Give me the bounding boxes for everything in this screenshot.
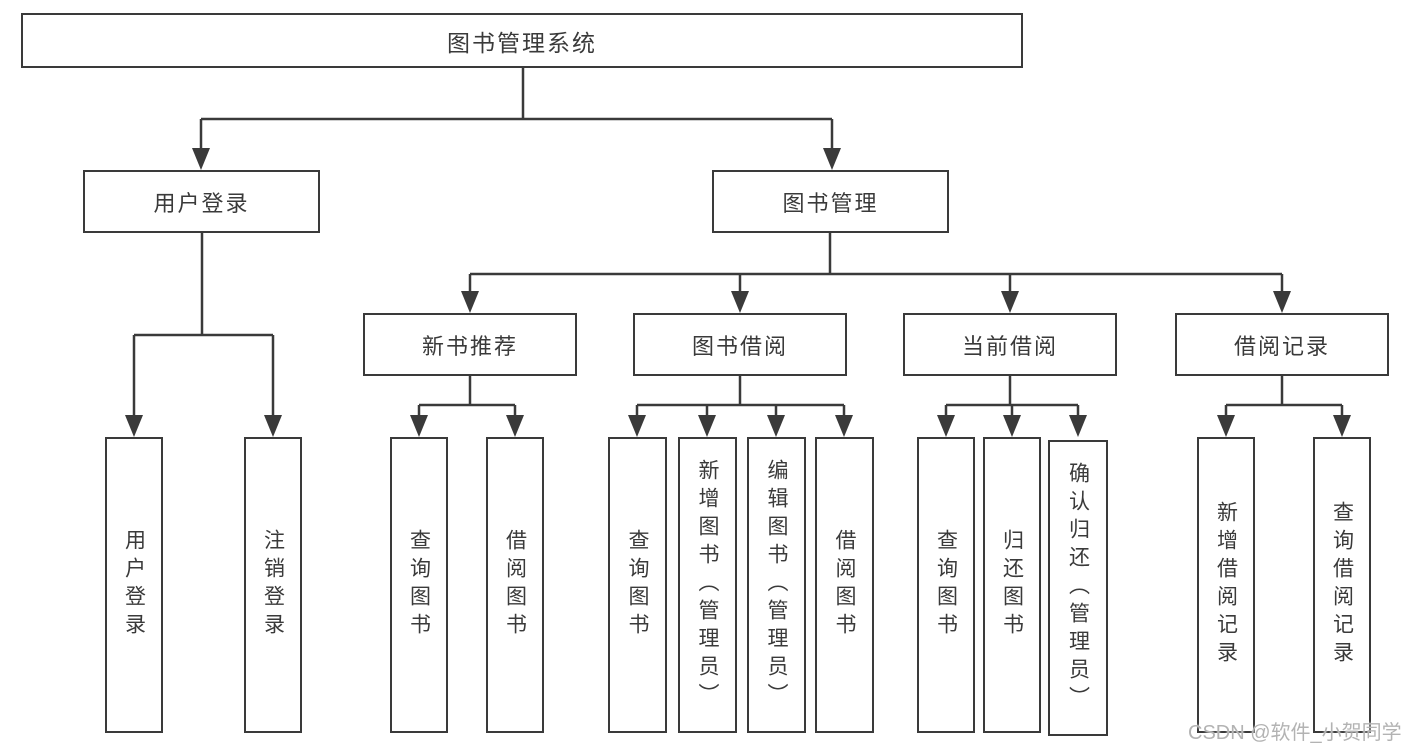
connector-borrow-to-leaves bbox=[635, 376, 846, 419]
node-system-root: 图书管理系统 bbox=[21, 13, 1023, 68]
arrow-down-icon bbox=[1001, 291, 1019, 313]
leaf-record-add-record: 新增借阅记录 bbox=[1197, 437, 1255, 733]
leaf-borrow-borrow-book: 借阅图书 bbox=[815, 437, 874, 733]
connector-current-to-leaves bbox=[944, 376, 1080, 419]
node-book-borrow: 图书借阅 bbox=[633, 313, 847, 376]
node-label: 新增图书（管理员） bbox=[696, 459, 719, 711]
node-label: 图书管理系统 bbox=[447, 29, 597, 56]
node-label: 用户登录 bbox=[153, 190, 250, 216]
node-label: 借阅图书 bbox=[833, 529, 856, 641]
arrow-down-icon bbox=[506, 415, 524, 437]
node-label: 查询图书 bbox=[626, 529, 649, 641]
csdn-watermark: CSDN @软件_小贺同学 bbox=[1188, 722, 1402, 744]
leaf-newbook-borrow-book: 借阅图书 bbox=[486, 437, 544, 733]
arrow-down-icon bbox=[823, 148, 841, 170]
leaf-borrow-add-book-admin: 新增图书（管理员） bbox=[678, 437, 737, 733]
arrow-down-icon bbox=[125, 415, 143, 437]
node-label: 归还图书 bbox=[1000, 529, 1024, 641]
node-label: 用户登录 bbox=[122, 529, 146, 641]
connector-user-login-to-leaves bbox=[132, 233, 275, 419]
arrow-down-icon bbox=[461, 291, 479, 313]
node-borrow-records: 借阅记录 bbox=[1175, 313, 1389, 376]
arrow-down-icon bbox=[628, 415, 646, 437]
leaf-current-return-book: 归还图书 bbox=[983, 437, 1041, 733]
node-label: 借阅记录 bbox=[1233, 333, 1330, 359]
node-label: 查询图书 bbox=[407, 529, 431, 641]
node-label: 注销登录 bbox=[261, 529, 285, 641]
connector-book-mgmt-to-level3 bbox=[468, 233, 1284, 295]
arrow-down-icon bbox=[698, 415, 716, 437]
connector-root-to-level2 bbox=[199, 68, 834, 152]
arrow-down-icon bbox=[937, 415, 955, 437]
node-label: 编辑图书（管理员） bbox=[765, 459, 788, 711]
node-label: 当前借阅 bbox=[961, 333, 1058, 359]
arrow-down-icon bbox=[1333, 415, 1351, 437]
leaf-borrow-edit-book-admin: 编辑图书（管理员） bbox=[747, 437, 806, 733]
arrowheads bbox=[125, 148, 1351, 437]
node-new-book-recommend: 新书推荐 bbox=[363, 313, 577, 376]
node-label: 确认归还（管理员） bbox=[1066, 462, 1090, 714]
node-label: 查询图书 bbox=[934, 529, 958, 641]
arrow-down-icon bbox=[767, 415, 785, 437]
connector-record-to-leaves bbox=[1224, 376, 1344, 419]
node-label: 新书推荐 bbox=[421, 333, 518, 359]
arrow-down-icon bbox=[1217, 415, 1235, 437]
node-current-borrow: 当前借阅 bbox=[903, 313, 1117, 376]
leaf-record-query-record: 查询借阅记录 bbox=[1313, 437, 1371, 733]
arrow-down-icon bbox=[1273, 291, 1291, 313]
leaf-current-query-book: 查询图书 bbox=[917, 437, 975, 733]
arrow-down-icon bbox=[264, 415, 282, 437]
arrow-down-icon bbox=[1003, 415, 1021, 437]
arrow-down-icon bbox=[731, 291, 749, 313]
node-label: 图书管理 bbox=[782, 190, 879, 216]
arrow-down-icon bbox=[410, 415, 428, 437]
arrow-down-icon bbox=[835, 415, 853, 437]
node-label: 新增借阅记录 bbox=[1214, 501, 1238, 669]
node-user-login: 用户登录 bbox=[83, 170, 320, 233]
node-label: 查询借阅记录 bbox=[1330, 501, 1354, 669]
arrow-down-icon bbox=[1069, 415, 1087, 437]
leaf-logout-login: 注销登录 bbox=[244, 437, 302, 733]
node-book-management: 图书管理 bbox=[712, 170, 949, 233]
leaf-current-confirm-return-admin: 确认归还（管理员） bbox=[1048, 440, 1108, 736]
leaf-borrow-query-book: 查询图书 bbox=[608, 437, 667, 733]
leaf-newbook-query-book: 查询图书 bbox=[390, 437, 448, 733]
leaf-user-login: 用户登录 bbox=[105, 437, 163, 733]
node-label: 图书借阅 bbox=[691, 333, 788, 359]
arrow-down-icon bbox=[192, 148, 210, 170]
node-label: 借阅图书 bbox=[503, 529, 527, 641]
connector-newbook-to-leaves bbox=[417, 376, 517, 419]
